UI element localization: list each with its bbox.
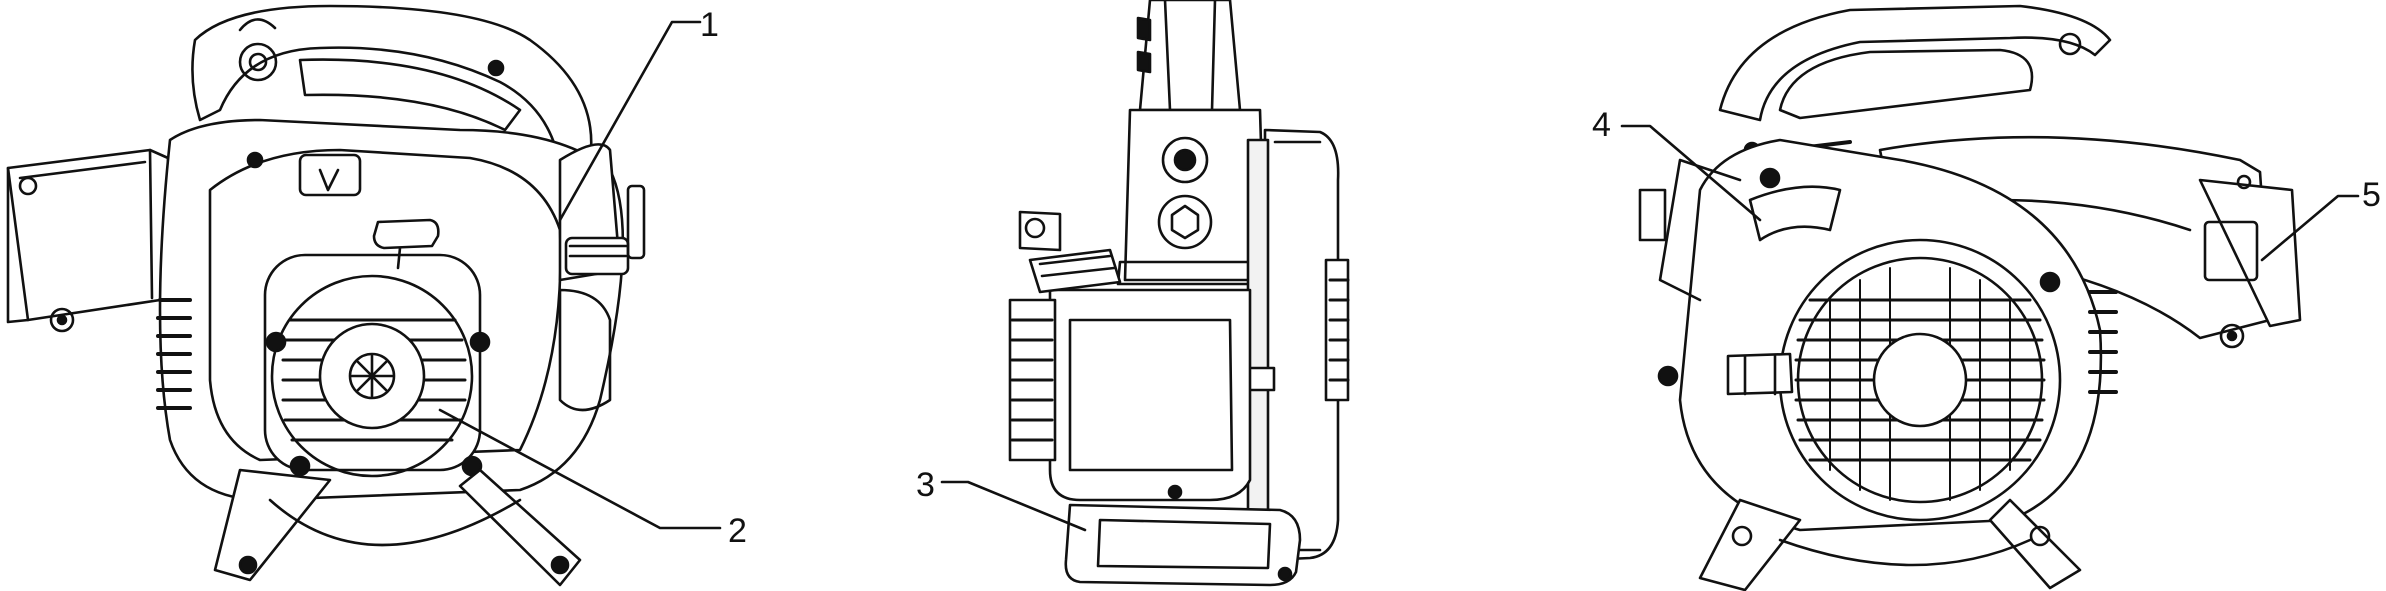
callout-5-leader bbox=[2260, 194, 2360, 262]
fuel-cap-assembly bbox=[558, 143, 646, 412]
callout-5: 5 bbox=[2362, 176, 2381, 214]
side-fan-housing bbox=[1263, 128, 1350, 562]
callout-4-leader bbox=[1620, 124, 1762, 222]
callout-1-leader bbox=[558, 20, 702, 222]
rear-feet bbox=[1698, 498, 2082, 591]
callout-2-leader bbox=[438, 408, 722, 530]
intake-grille bbox=[1726, 238, 2062, 522]
blower-front-view bbox=[6, 4, 722, 587]
side-fuel-tank bbox=[1008, 210, 1252, 502]
blower-rear-view bbox=[1620, 4, 2360, 591]
callout-2: 2 bbox=[728, 512, 747, 550]
callout-3: 3 bbox=[916, 466, 935, 504]
callout-4: 4 bbox=[1592, 106, 1611, 144]
blower-side-view bbox=[940, 0, 1350, 587]
discharge-tube bbox=[6, 148, 172, 333]
callout-3-leader bbox=[940, 480, 1087, 532]
side-handle bbox=[1136, 0, 1242, 112]
recoil-starter bbox=[263, 253, 491, 478]
cooling-fins-left bbox=[156, 298, 192, 410]
callout-1: 1 bbox=[700, 6, 719, 44]
side-base bbox=[1064, 484, 1302, 587]
base-feet bbox=[213, 468, 582, 587]
side-engine-head bbox=[1116, 108, 1274, 286]
starter-grip bbox=[372, 218, 440, 270]
